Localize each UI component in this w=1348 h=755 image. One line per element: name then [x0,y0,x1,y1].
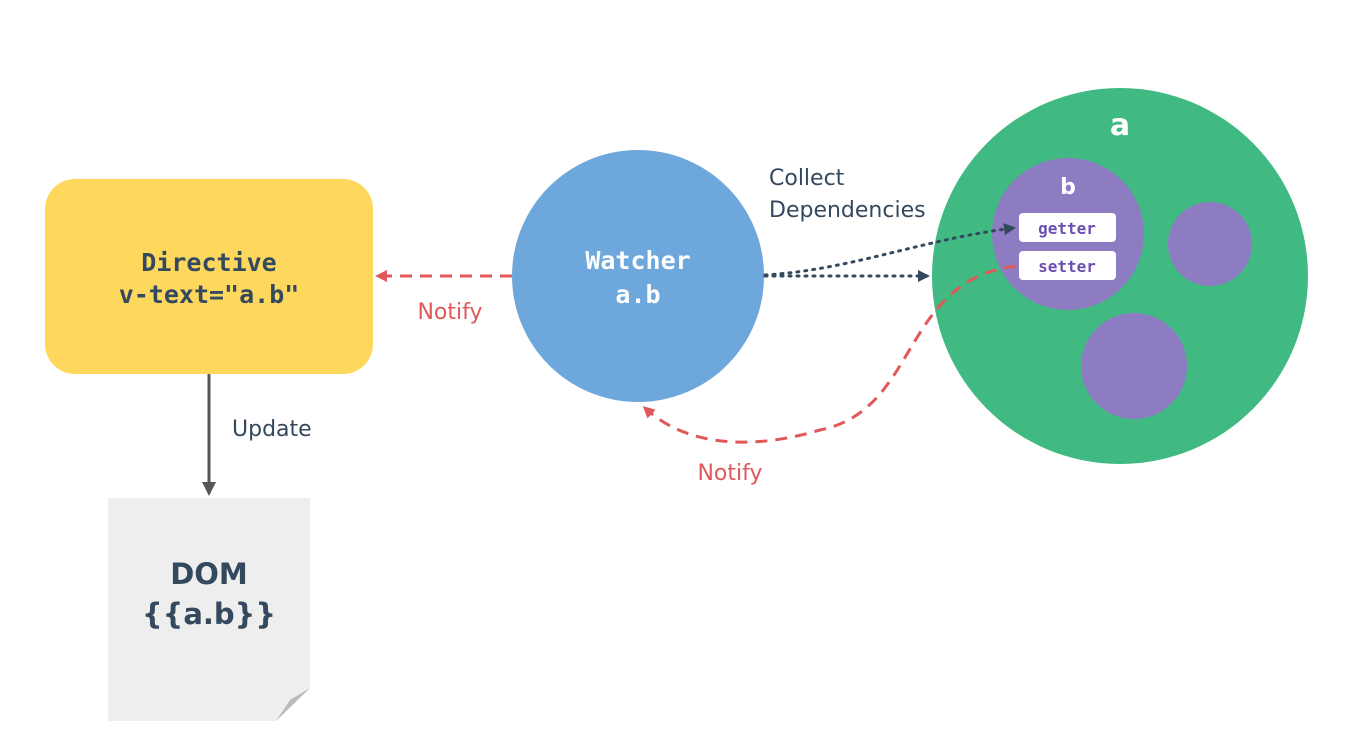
directive-box [45,179,373,374]
dom-node: DOM {{a.b}} [108,498,310,721]
directive-node: Directive v-text="a.b" [45,179,373,374]
getter-label: getter [1038,219,1096,238]
dom-page-fold [276,688,310,721]
collect-getter-arrow [763,223,1016,277]
notify-directive-label: Notify [417,300,482,325]
dom-page [108,498,310,721]
watcher-title: Watcher [585,246,690,275]
getter-box [1019,213,1116,242]
property-label: b [1060,175,1076,200]
setter-label: setter [1038,257,1096,276]
notify-watcher-label: Notify [697,461,762,486]
setter-box [1019,251,1116,280]
collect-label-line1: Collect [769,166,845,191]
directive-title: Directive [141,248,276,277]
property-circle-bottom [1081,313,1187,419]
notify-watcher-arrow [642,264,1017,444]
dom-title: DOM [170,557,248,591]
watcher-node: Watcher a.b [512,150,764,402]
dom-template: {{a.b}} [142,597,276,631]
update-label: Update [232,417,312,442]
collect-label-line2: Dependencies [769,198,926,223]
watcher-circle [512,150,764,402]
data-object-a: a b getter setter [932,88,1308,464]
property-circle-small [1168,202,1252,286]
data-object-label: a [1110,108,1130,143]
directive-code: v-text="a.b" [119,280,300,309]
watcher-expr: a.b [615,280,660,309]
